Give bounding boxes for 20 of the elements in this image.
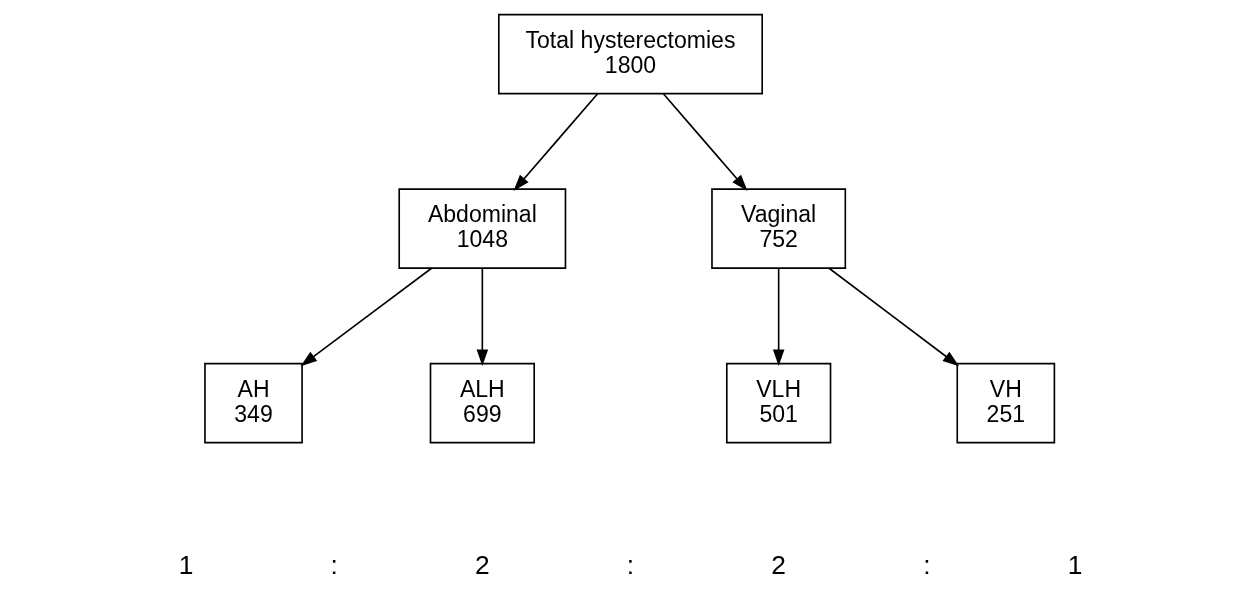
- node-box: AH 349: [203, 362, 303, 444]
- label: :: [922, 550, 930, 580]
- label: :: [330, 550, 338, 580]
- label: 2: [474, 550, 490, 580]
- node-box: Vaginal 752: [710, 188, 846, 269]
- label: :: [626, 550, 634, 580]
- arrow: [827, 267, 959, 367]
- node-box: Total hysterectomies 1800: [497, 13, 763, 95]
- node-box: ALH 699: [429, 362, 535, 444]
- node-box: Abdominal 1048: [397, 188, 566, 269]
- label: 1: [1067, 550, 1082, 580]
- arrow: [772, 267, 784, 367]
- node-box: VLH 501: [725, 362, 831, 444]
- arrow: [300, 267, 432, 367]
- label: 2: [770, 550, 786, 580]
- arrow: [662, 92, 747, 191]
- arrow: [513, 92, 598, 191]
- node-box: VH 251: [955, 362, 1055, 444]
- label: 1: [178, 550, 193, 580]
- arrow: [476, 267, 488, 367]
